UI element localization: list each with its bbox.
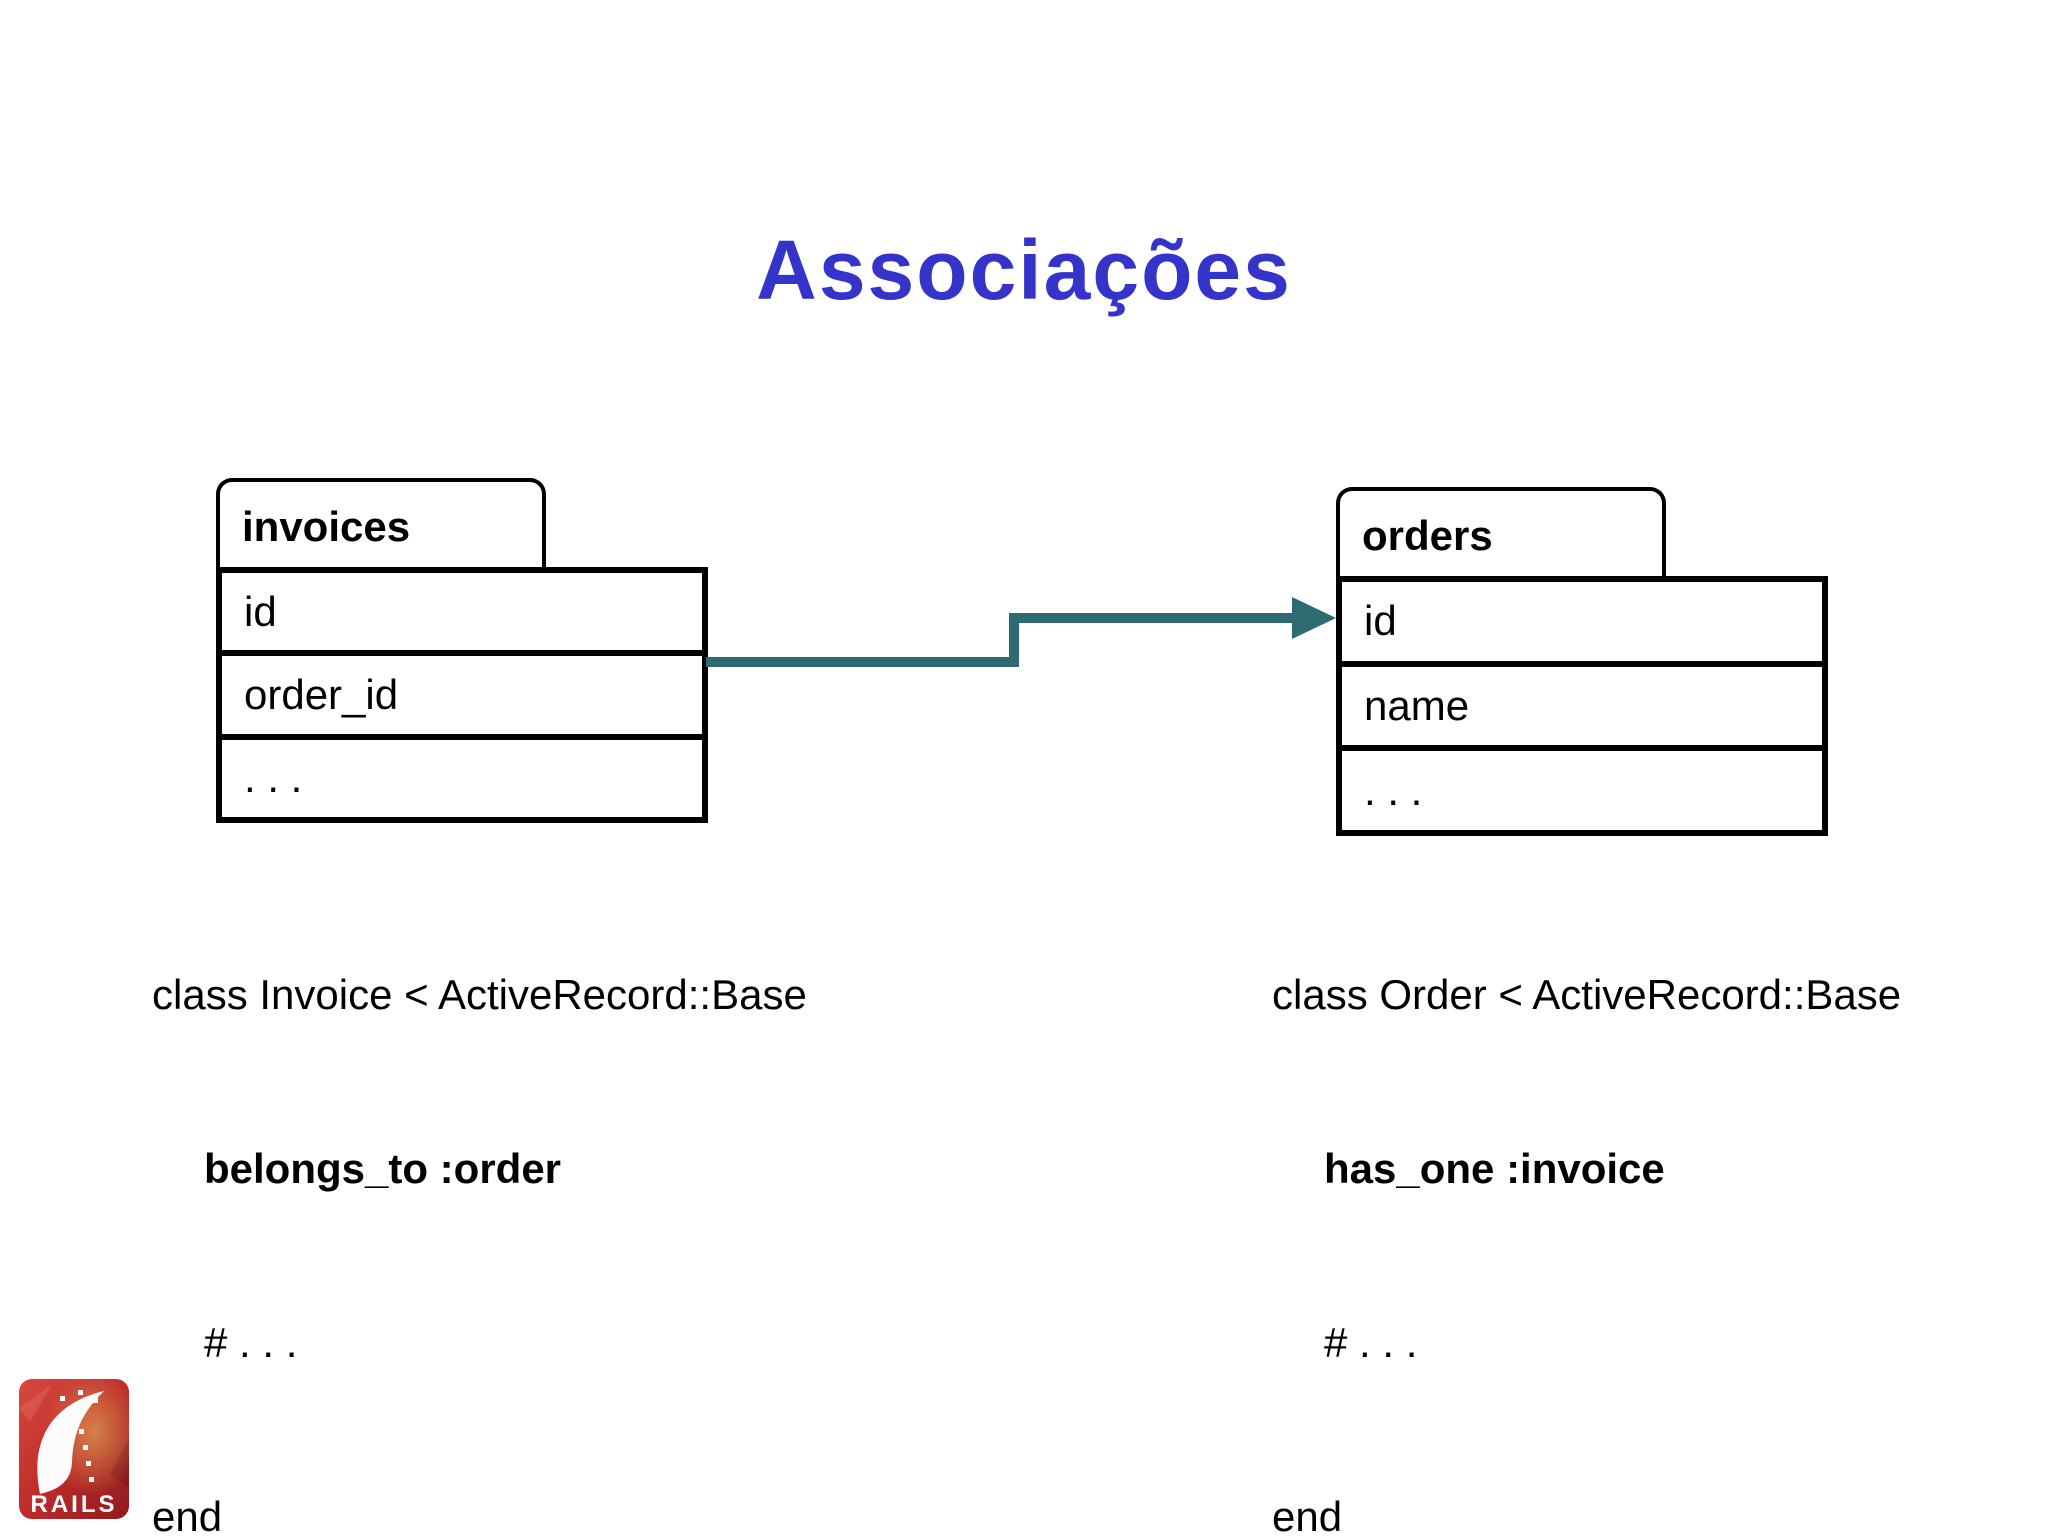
row-label-id: id bbox=[244, 587, 277, 635]
code-line-comment: # . . . bbox=[1324, 1319, 1418, 1366]
row-label-order-id: order_id bbox=[244, 670, 399, 718]
code-line-end: end bbox=[1272, 1493, 1343, 1536]
logo-facet bbox=[19, 1384, 52, 1422]
row-label-ellipsis: . . . bbox=[244, 754, 303, 802]
code-line-belongs-to: belongs_to :order bbox=[204, 1145, 562, 1192]
rails-logo: RAILS bbox=[19, 1379, 129, 1519]
table-row: . . . bbox=[1342, 745, 1822, 831]
orders-table: id name . . . bbox=[1336, 576, 1828, 836]
code-line-has-one: has_one :invoice bbox=[1324, 1145, 1665, 1192]
orders-table-tab: orders bbox=[1336, 487, 1666, 580]
table-row: . . . bbox=[222, 733, 702, 817]
table-row: id bbox=[1342, 582, 1822, 661]
invoices-table-tab: invoices bbox=[216, 478, 546, 571]
code-line-class: class Order < ActiveRecord::Base bbox=[1272, 971, 1902, 1018]
code-line-end: end bbox=[152, 1493, 223, 1536]
order-code-block: class Order < ActiveRecord::Base has_one… bbox=[1272, 850, 1901, 1536]
association-arrowhead-icon bbox=[1292, 597, 1336, 639]
rails-swoosh-icon bbox=[37, 1391, 104, 1494]
page-title: Associações bbox=[756, 223, 1292, 317]
invoice-code-block: class Invoice < ActiveRecord::Base belon… bbox=[152, 850, 807, 1536]
row-label-id: id bbox=[1364, 597, 1397, 645]
table-row: id bbox=[222, 573, 702, 651]
logo-facet bbox=[110, 1438, 129, 1488]
table-row: order_id bbox=[222, 650, 702, 734]
orders-table-name: orders bbox=[1362, 511, 1493, 559]
rails-logo-label: RAILS bbox=[31, 1491, 118, 1518]
invoices-table-name: invoices bbox=[242, 502, 411, 550]
row-label-name: name bbox=[1364, 682, 1470, 729]
row-label-ellipsis: . . . bbox=[1364, 766, 1423, 814]
invoices-table: id order_id . . . bbox=[216, 567, 708, 823]
code-line-class: class Invoice < ActiveRecord::Base bbox=[152, 971, 807, 1018]
code-line-comment: # . . . bbox=[204, 1319, 298, 1366]
rails-logo-dots bbox=[41, 1390, 98, 1482]
table-row: name bbox=[1342, 660, 1822, 746]
association-connector-line bbox=[706, 613, 1292, 667]
